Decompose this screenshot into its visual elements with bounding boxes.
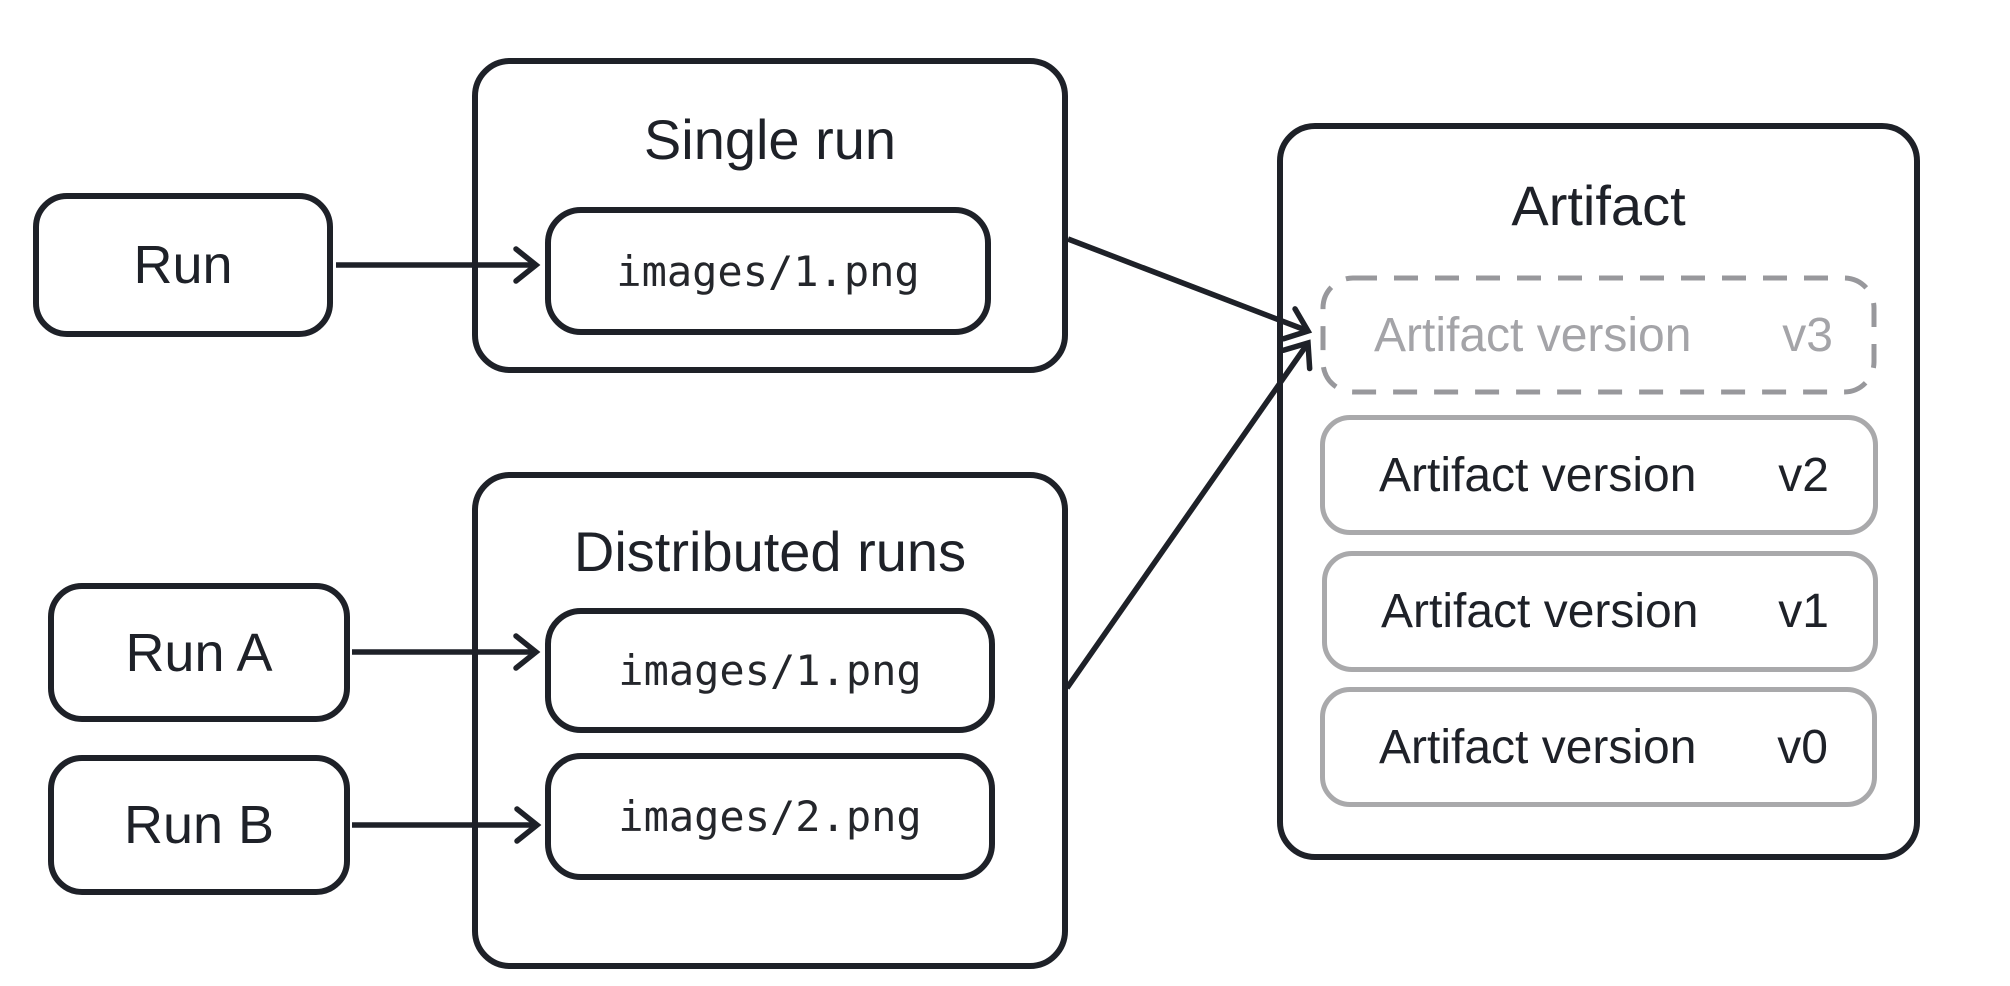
run-node-label: Run (133, 235, 233, 295)
run-a-node: Run A (48, 583, 350, 722)
run-b-node-label: Run B (123, 795, 275, 855)
single-run-file-box: images/1.png (545, 207, 991, 335)
artifact-version-v3-tag: v3 (1782, 308, 1833, 362)
artifact-version-v2-tag: v2 (1778, 448, 1829, 502)
artifact-version-v0-label: Artifact version (1379, 720, 1697, 774)
arrow-distributed-runs-to-artifact-version (1064, 339, 1313, 690)
artifact-version-v1-tag: v1 (1778, 585, 1829, 638)
artifact-version-v2-label: Artifact version (1379, 448, 1697, 502)
distributed-file-label-1: images/1.png (618, 646, 922, 695)
artifact-version-v3-label: Artifact version (1374, 308, 1692, 362)
distributed-runs-group-title: Distributed runs (573, 520, 967, 583)
artifact-version-v2: Artifact version v2 (1320, 415, 1878, 535)
artifact-group-title: Artifact (1511, 174, 1686, 237)
single-run-group-title: Single run (643, 108, 897, 171)
run-a-node-label: Run A (125, 622, 273, 683)
artifact-version-v0-tag: v0 (1777, 720, 1828, 774)
distributed-file-box-1: images/1.png (545, 608, 995, 733)
single-run-file-label: images/1.png (616, 246, 920, 296)
run-node: Run (33, 193, 333, 337)
artifact-version-v1: Artifact version v1 (1322, 551, 1878, 672)
artifact-version-v0: Artifact version v0 (1320, 687, 1877, 807)
distributed-file-label-2: images/2.png (618, 792, 922, 841)
artifact-version-v1-label: Artifact version (1381, 585, 1699, 638)
artifact-version-v3-pending: Artifact version v3 (1320, 275, 1877, 395)
distributed-file-box-2: images/2.png (545, 753, 995, 880)
arrow-single-run-to-artifact-version (1067, 236, 1313, 342)
run-b-node: Run B (48, 755, 350, 895)
